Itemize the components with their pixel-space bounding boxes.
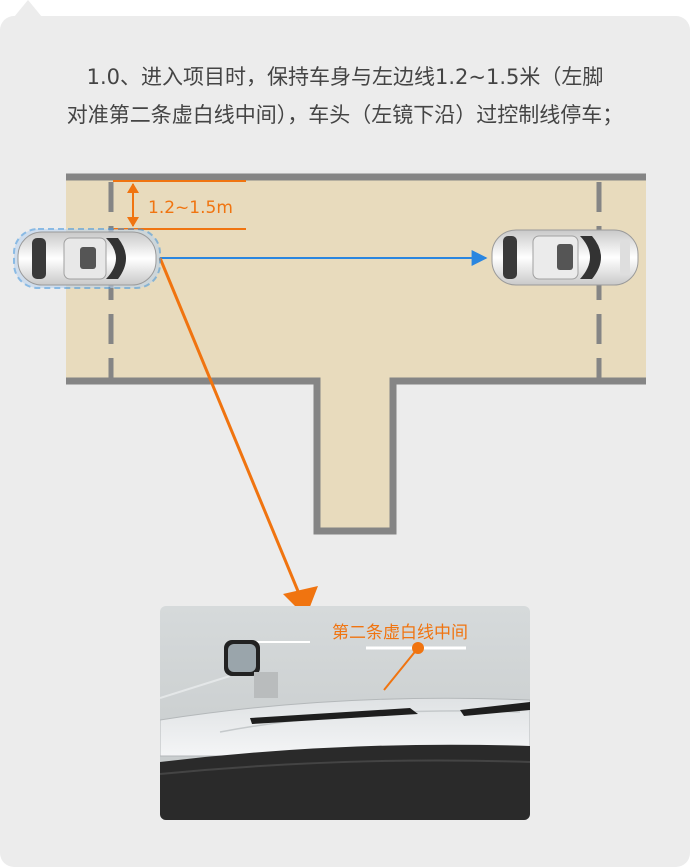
distance-label: 1.2~1.5m xyxy=(148,198,233,218)
speech-bubble-tail xyxy=(14,0,42,17)
side-mirror xyxy=(224,640,278,698)
instruction-line-1: 1.0、进入项目时，保持车身与左边线1.2~1.5米（左脚 xyxy=(86,65,604,89)
pointer-arrow xyxy=(158,257,318,617)
instruction-text: 1.0、进入项目时，保持车身与左边线1.2~1.5米（左脚 对准第二条虚白线中间… xyxy=(20,58,670,134)
target-point-marker xyxy=(412,642,424,654)
road-border xyxy=(66,173,646,535)
instruction-line-2: 对准第二条虚白线中间），车头（左镜下沿）过控制线停车； xyxy=(66,103,624,127)
car-end-position xyxy=(491,229,639,286)
driver-view-scene xyxy=(160,606,530,820)
distance-dimension: 1.2~1.5m xyxy=(113,180,246,230)
photo-label: 第二条虚白线中间 xyxy=(332,623,468,643)
car-start-position xyxy=(13,228,161,289)
driver-view-photo: 第二条虚白线中间 xyxy=(160,606,530,820)
